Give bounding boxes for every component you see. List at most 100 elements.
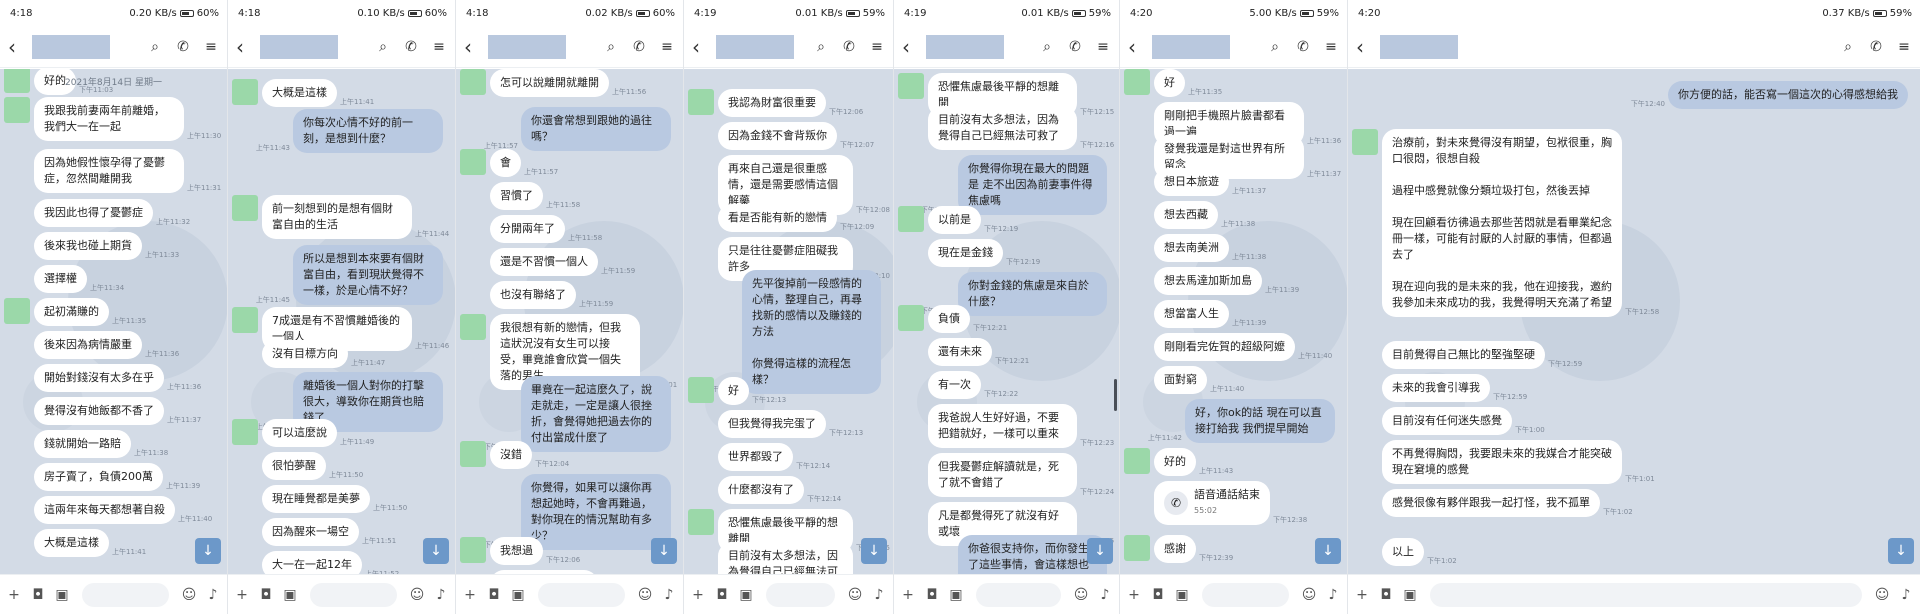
mic-icon[interactable]: ♪	[1100, 586, 1110, 603]
emoji-icon[interactable]: ☺	[181, 586, 197, 603]
message-input[interactable]	[82, 582, 169, 607]
image-icon[interactable]: ▣	[55, 586, 69, 603]
search-icon[interactable]: ⌕	[379, 38, 387, 55]
avatar[interactable]	[232, 419, 258, 445]
image-icon[interactable]: ▣	[739, 586, 753, 603]
arrow-down-icon[interactable]: ↓	[1087, 538, 1113, 564]
message-input[interactable]	[538, 582, 625, 607]
mic-icon[interactable]: ♪	[1328, 586, 1338, 603]
search-icon[interactable]: ⌕	[151, 38, 159, 55]
menu-icon[interactable]: ≡	[205, 38, 217, 55]
image-icon[interactable]: ▣	[949, 586, 963, 603]
menu-icon[interactable]: ≡	[871, 38, 883, 55]
menu-icon[interactable]: ≡	[1898, 38, 1910, 55]
phone-icon[interactable]: ✆	[1069, 38, 1081, 55]
menu-icon[interactable]: ≡	[1325, 38, 1337, 55]
arrow-down-icon[interactable]: ↓	[651, 538, 677, 564]
avatar[interactable]	[898, 305, 924, 331]
mic-icon[interactable]: ♪	[436, 586, 446, 603]
mic-icon[interactable]: ♪	[874, 586, 884, 603]
search-icon[interactable]: ⌕	[817, 38, 825, 55]
camera-icon[interactable]: ◘	[926, 586, 938, 603]
avatar[interactable]	[688, 89, 714, 115]
emoji-icon[interactable]: ☺	[637, 586, 653, 603]
camera-icon[interactable]: ◘	[1152, 586, 1164, 603]
emoji-icon[interactable]: ☺	[847, 586, 863, 603]
emoji-icon[interactable]: ☺	[1874, 586, 1890, 603]
arrow-down-icon[interactable]: ↓	[1315, 538, 1341, 564]
camera-icon[interactable]: ◘	[1380, 586, 1392, 603]
message-input[interactable]	[766, 582, 835, 607]
chevron-left-icon[interactable]: ‹	[902, 34, 910, 59]
chevron-left-icon[interactable]: ‹	[1128, 34, 1136, 59]
emoji-icon[interactable]: ☺	[1073, 586, 1089, 603]
arrow-down-icon[interactable]: ↓	[195, 538, 221, 564]
search-icon[interactable]: ⌕	[607, 38, 615, 55]
avatar[interactable]	[1124, 448, 1150, 474]
avatar[interactable]	[688, 509, 714, 535]
avatar[interactable]	[4, 69, 30, 93]
image-icon[interactable]: ▣	[511, 586, 525, 603]
avatar[interactable]	[1124, 535, 1150, 561]
emoji-icon[interactable]: ☺	[409, 586, 425, 603]
image-icon[interactable]: ▣	[1403, 586, 1417, 603]
arrow-down-icon[interactable]: ↓	[861, 538, 887, 564]
chevron-left-icon[interactable]: ‹	[8, 34, 16, 59]
avatar[interactable]	[232, 307, 258, 333]
avatar[interactable]	[898, 206, 924, 232]
camera-icon[interactable]: ◘	[716, 586, 728, 603]
plus-icon[interactable]: +	[1356, 586, 1368, 603]
mic-icon[interactable]: ♪	[664, 586, 674, 603]
chevron-left-icon[interactable]: ‹	[464, 34, 472, 59]
emoji-icon[interactable]: ☺	[1301, 586, 1317, 603]
phone-icon[interactable]: ✆	[843, 38, 855, 55]
chevron-left-icon[interactable]: ‹	[692, 34, 700, 59]
message-input[interactable]	[976, 582, 1061, 607]
avatar[interactable]	[460, 69, 486, 95]
plus-icon[interactable]: +	[464, 586, 476, 603]
chevron-left-icon[interactable]: ‹	[236, 34, 244, 59]
avatar[interactable]	[1124, 69, 1150, 95]
phone-icon[interactable]: ✆	[1297, 38, 1309, 55]
image-icon[interactable]: ▣	[283, 586, 297, 603]
plus-icon[interactable]: +	[692, 586, 704, 603]
camera-icon[interactable]: ◘	[32, 586, 44, 603]
message-input[interactable]	[310, 582, 397, 607]
search-icon[interactable]: ⌕	[1043, 38, 1051, 55]
menu-icon[interactable]: ≡	[1097, 38, 1109, 55]
message-input[interactable]	[1430, 582, 1862, 607]
image-icon[interactable]: ▣	[1175, 586, 1189, 603]
scrollbar[interactable]	[1114, 379, 1117, 411]
avatar[interactable]	[1352, 129, 1378, 155]
avatar[interactable]	[4, 298, 30, 324]
plus-icon[interactable]: +	[236, 586, 248, 603]
avatar[interactable]	[232, 195, 258, 221]
message-input[interactable]	[1202, 582, 1289, 607]
phone-icon[interactable]: ✆	[1870, 38, 1882, 55]
avatar[interactable]	[460, 441, 486, 467]
mic-icon[interactable]: ♪	[208, 586, 218, 603]
menu-icon[interactable]: ≡	[661, 38, 673, 55]
arrow-down-icon[interactable]: ↓	[1888, 538, 1914, 564]
search-icon[interactable]: ⌕	[1271, 38, 1279, 55]
avatar[interactable]	[460, 149, 486, 175]
mic-icon[interactable]: ♪	[1901, 586, 1911, 603]
camera-icon[interactable]: ◘	[260, 586, 272, 603]
avatar[interactable]	[4, 97, 30, 123]
plus-icon[interactable]: +	[8, 586, 20, 603]
avatar[interactable]	[688, 377, 714, 403]
avatar[interactable]	[460, 314, 486, 340]
camera-icon[interactable]: ◘	[488, 586, 500, 603]
phone-icon[interactable]: ✆	[633, 38, 645, 55]
arrow-down-icon[interactable]: ↓	[423, 538, 449, 564]
phone-icon[interactable]: ✆	[177, 38, 189, 55]
avatar[interactable]	[460, 537, 486, 563]
search-icon[interactable]: ⌕	[1844, 38, 1852, 55]
